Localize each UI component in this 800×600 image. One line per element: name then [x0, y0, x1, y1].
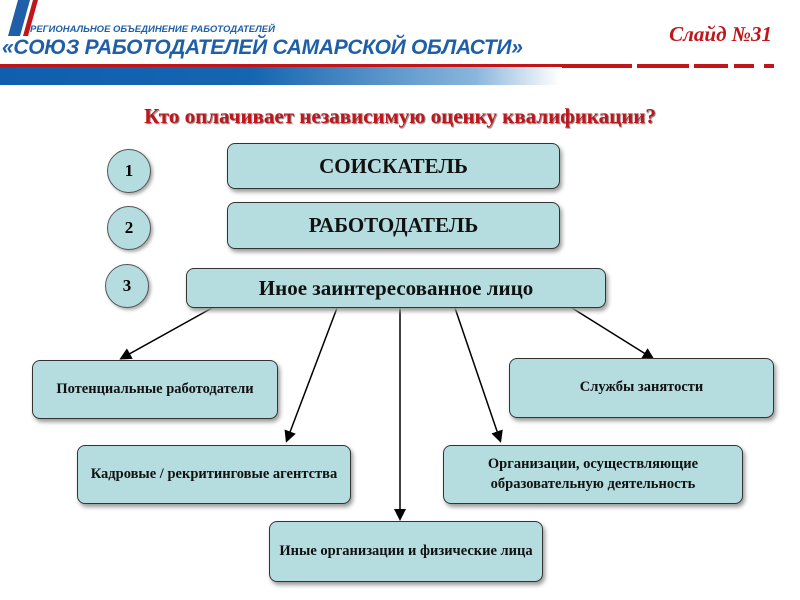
payer-employer: РАБОТОДАТЕЛЬ [227, 202, 560, 249]
number-badge-1: 1 [107, 149, 151, 193]
party-recruiting-agencies: Кадровые / рекритинговые агентства [77, 445, 351, 504]
arrow-potential-employers [119, 307, 213, 360]
header-divider [0, 64, 774, 68]
payer-applicant: СОИСКАТЕЛЬ [227, 143, 560, 189]
arrow-educational-orgs [454, 307, 503, 443]
number-badge-2: 2 [107, 206, 151, 250]
arrow-recruiting-agencies [284, 307, 338, 443]
header-bar [0, 67, 560, 85]
party-potential-employers: Потенциальные работодатели [32, 360, 278, 419]
org-name: «СОЮЗ РАБОТОДАТЕЛЕЙ САМАРСКОЙ ОБЛАСТИ» [2, 36, 523, 59]
party-employment-services: Службы занятости [509, 358, 774, 418]
logo-icon [8, 0, 38, 36]
arrow-employment-services [571, 307, 655, 360]
org-subtitle: РЕГИОНАЛЬНОЕ ОБЪЕДИНЕНИЕ РАБОТОДАТЕЛЕЙ [30, 24, 275, 35]
party-educational-organizations: Организации, осуществляющие образователь… [443, 445, 743, 504]
payer-other-interested-party: Иное заинтересованное лицо [186, 268, 606, 308]
number-badge-3: 3 [105, 264, 149, 308]
slide-number: Слайд №31 [669, 22, 772, 46]
slide-title: Кто оплачивает независимую оценку квалиф… [144, 104, 656, 128]
party-other-organizations-individuals: Иные организации и физические лица [269, 521, 543, 582]
